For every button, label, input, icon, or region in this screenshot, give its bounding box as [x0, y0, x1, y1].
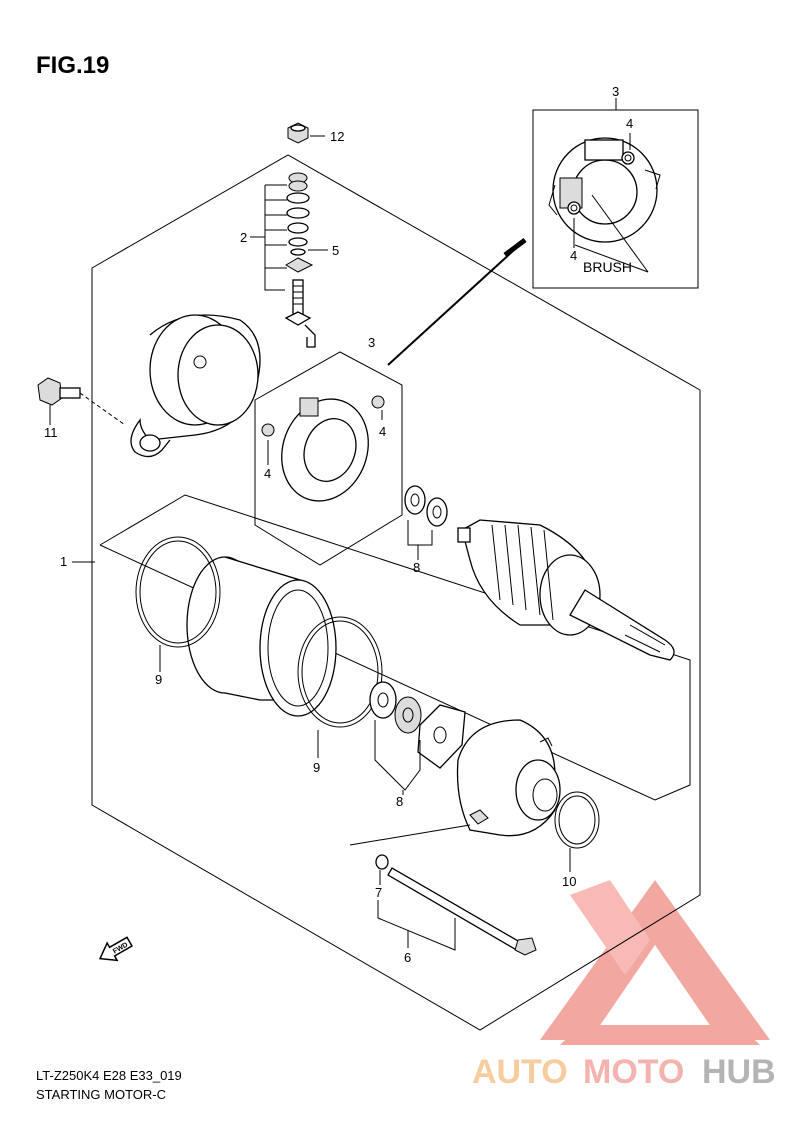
callout-2: 2	[240, 230, 247, 245]
bolt-11	[37, 377, 126, 426]
callout-7: 7	[375, 885, 382, 900]
callout-4-main-right: 4	[379, 424, 386, 439]
through-bolt-6	[377, 867, 537, 956]
assembly-boundary	[91, 154, 701, 1031]
callout-3-inset: 3	[612, 84, 619, 99]
inset-leader-line	[387, 239, 526, 366]
o-ring-9-right	[297, 616, 383, 758]
housing-group-boundary	[99, 494, 691, 801]
callout-5: 5	[332, 243, 339, 258]
armature	[457, 519, 675, 661]
o-ring-9-left	[135, 536, 221, 672]
watermark-logo	[540, 880, 770, 1045]
figure-caption: STARTING MOTOR-C	[36, 1087, 166, 1102]
washer-stack-2	[250, 172, 328, 348]
nut-12	[287, 122, 325, 144]
figure-title: FIG.19	[36, 52, 109, 79]
washers-8-lower	[369, 681, 466, 795]
callout-3-main: 3	[368, 335, 375, 350]
callout-4-inset-top: 4	[626, 116, 633, 131]
callout-6: 6	[404, 950, 411, 965]
washer-7	[349, 824, 471, 885]
brush-plate-group-boundary	[254, 351, 403, 566]
fwd-arrow-icon: FWD	[98, 936, 133, 962]
watermark-part-2: MOTO	[583, 1053, 684, 1091]
callout-9-right: 9	[313, 760, 320, 775]
fwd-label: FWD	[112, 941, 129, 955]
callout-10: 10	[562, 874, 576, 889]
watermark-part-1: AUTO	[472, 1053, 568, 1091]
brush-holder-inset-drawing	[548, 133, 661, 273]
end-cover	[130, 314, 261, 458]
watermark-part-3: HUB	[702, 1053, 776, 1091]
model-code: LT-Z250K4 E28 E33_019	[36, 1068, 182, 1083]
callout-4-inset-bottom: 4	[570, 248, 577, 263]
front-cover	[456, 719, 561, 837]
watermark-text: AUTO MOTO HUB	[472, 1053, 776, 1091]
o-ring-10	[554, 791, 600, 872]
washers-8-upper	[404, 485, 448, 560]
callout-8-upper: 8	[413, 560, 420, 575]
yoke-housing	[186, 556, 337, 717]
callout-1: 1	[60, 554, 67, 569]
brush-plate	[261, 395, 385, 502]
callout-12: 12	[330, 129, 344, 144]
callout-4-main-left: 4	[264, 466, 271, 481]
brush-label: BRUSH	[583, 259, 632, 275]
callout-11: 11	[44, 425, 58, 440]
callout-8-lower: 8	[396, 794, 403, 809]
triangle-m-logo-icon	[540, 880, 770, 1040]
callout-9-left: 9	[155, 672, 162, 687]
